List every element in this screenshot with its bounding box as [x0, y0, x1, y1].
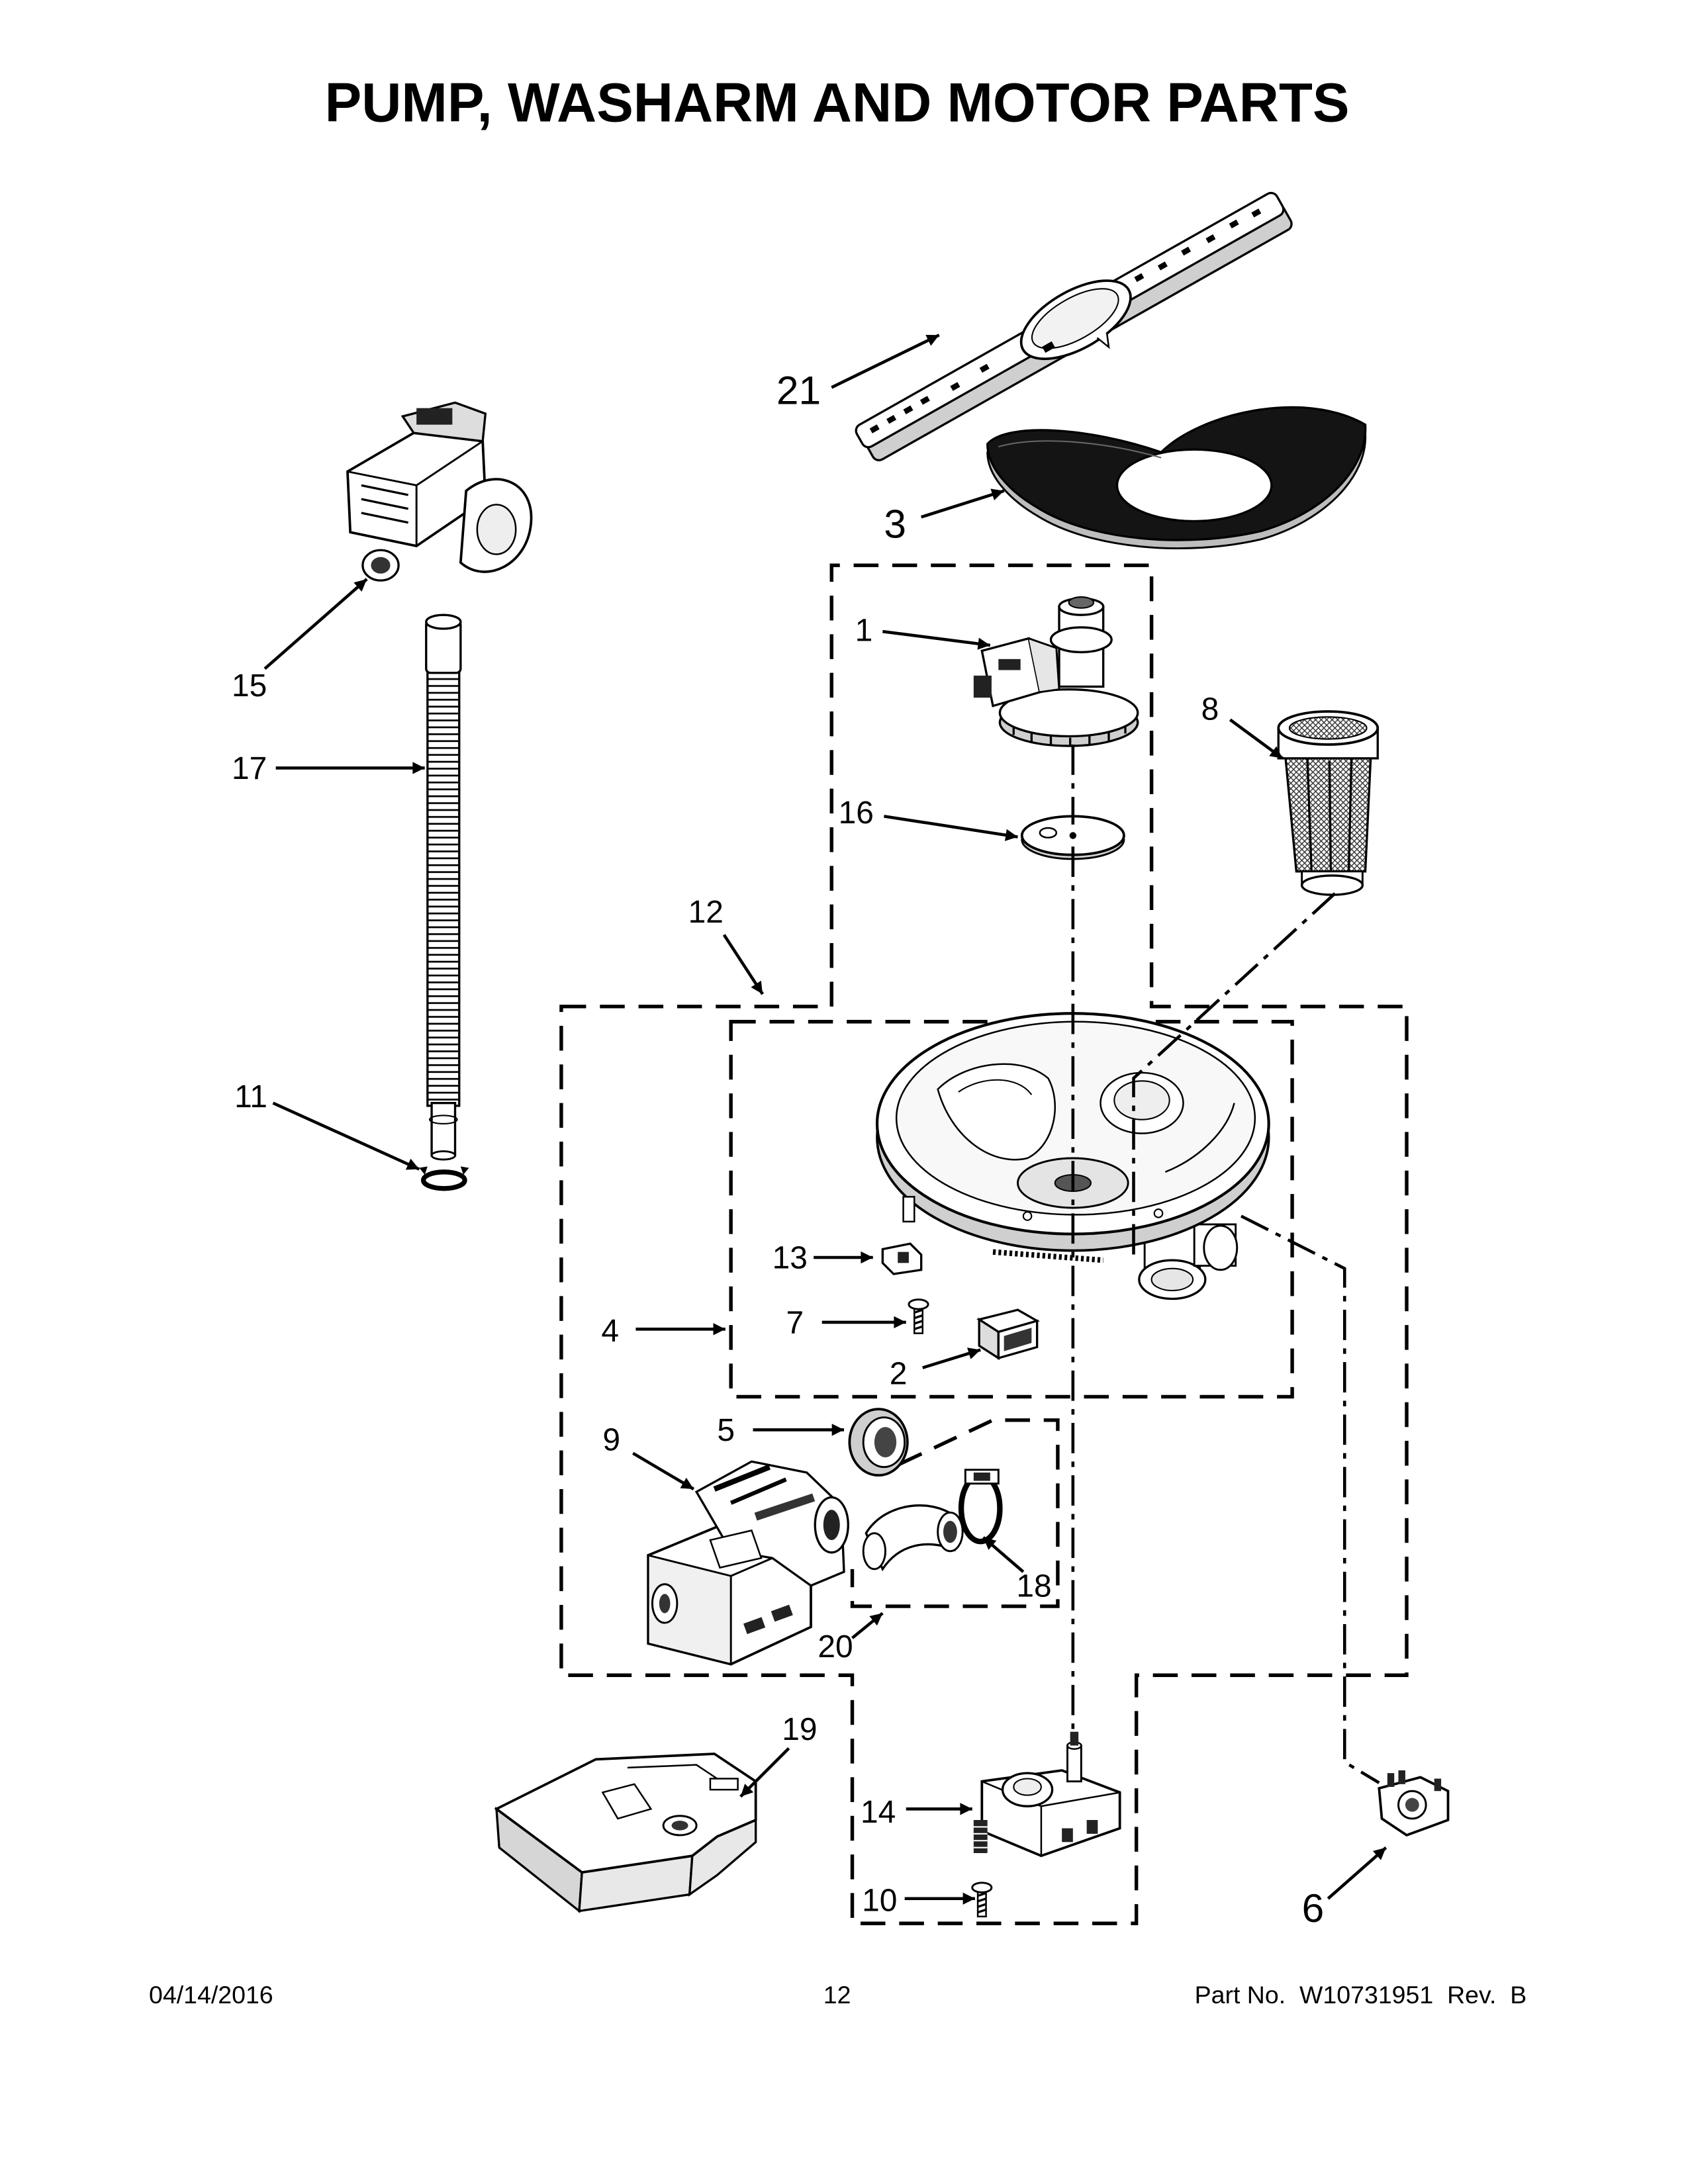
callout-17: 17: [232, 751, 425, 786]
part-18-illustration: [958, 1469, 1003, 1545]
callout-arrow-16: [884, 815, 1018, 841]
footer-date: 04/14/2016: [149, 1981, 273, 2009]
callout-arrow-18: [982, 1536, 1025, 1573]
callout-1: 1: [855, 614, 991, 650]
callout-arrow-20: [851, 1612, 884, 1639]
part-8-illustration: [1277, 710, 1380, 896]
callout-10: 10: [862, 1884, 975, 1919]
part-7-illustration: [908, 1298, 929, 1334]
callout-arrow-2: [922, 1347, 981, 1369]
callout-label-18: 18: [1016, 1569, 1051, 1604]
part-21-illustration: [855, 191, 1293, 462]
callout-label-10: 10: [862, 1884, 897, 1919]
part-10-illustration: [971, 1882, 993, 1918]
callout-21: 21: [776, 334, 940, 412]
footer-page-number: 12: [823, 1981, 851, 2009]
callout-20: 20: [818, 1612, 884, 1664]
part-13-illustration: [881, 1242, 923, 1275]
callout-arrow-6: [1327, 1846, 1387, 1900]
callout-arrow-9: [632, 1451, 695, 1490]
callout-arrow-8: [1229, 718, 1284, 760]
part-3-illustration: [986, 406, 1367, 549]
callout-label-7: 7: [786, 1306, 804, 1341]
callout-18: 18: [982, 1536, 1052, 1604]
part-2-illustration: [976, 1308, 1040, 1361]
part-19-illustration: [494, 1752, 757, 1913]
callout-16: 16: [839, 796, 1018, 841]
callout-8: 8: [1201, 692, 1284, 760]
callout-label-8: 8: [1201, 692, 1219, 727]
callout-arrow-19: [739, 1747, 790, 1798]
callout-2: 2: [890, 1347, 981, 1392]
callout-label-14: 14: [861, 1795, 896, 1830]
callout-19: 19: [739, 1712, 818, 1798]
callout-label-21: 21: [776, 367, 821, 412]
callout-7: 7: [786, 1306, 906, 1341]
callout-arrow-11: [272, 1101, 420, 1171]
callout-label-2: 2: [890, 1357, 908, 1392]
callout-3: 3: [884, 488, 1005, 547]
part-1-illustration: [973, 596, 1139, 747]
callout-13: 13: [773, 1241, 873, 1276]
callout-label-15: 15: [232, 668, 267, 704]
callout-label-12: 12: [688, 895, 724, 930]
callout-label-9: 9: [602, 1423, 620, 1458]
callout-arrow-21: [831, 334, 940, 389]
page-title: PUMP, WASHARM AND MOTOR PARTS: [325, 71, 1350, 133]
callout-label-4: 4: [601, 1314, 619, 1349]
callout-label-11: 11: [234, 1079, 267, 1115]
part-6-illustration: [1378, 1770, 1450, 1837]
part-11-illustration: [419, 1166, 469, 1191]
footer-part-number: Part No. W10731951 Rev. B: [1195, 1981, 1527, 2009]
callout-label-20: 20: [818, 1629, 853, 1664]
part-20-illustration: [862, 1504, 964, 1572]
callout-9: 9: [602, 1423, 695, 1490]
callout-label-13: 13: [773, 1241, 808, 1276]
callout-arrow-3: [920, 488, 1005, 519]
part-15-illustration: [346, 401, 533, 582]
part-14-illustration: [973, 1731, 1121, 1858]
callout-11: 11: [234, 1079, 420, 1171]
callout-14: 14: [861, 1795, 972, 1830]
callout-label-5: 5: [717, 1413, 735, 1448]
callout-arrow-1: [882, 629, 991, 650]
callout-label-1: 1: [855, 614, 873, 649]
callout-arrow-12: [722, 934, 765, 995]
callout-label-3: 3: [884, 501, 906, 546]
part-17-illustration: [425, 614, 462, 1161]
callout-15: 15: [232, 578, 368, 704]
callout-label-6: 6: [1302, 1886, 1325, 1931]
callout-label-16: 16: [839, 796, 874, 831]
callout-arrow-15: [263, 578, 368, 670]
alignment-centerlines: [1071, 745, 1380, 1784]
callout-12: 12: [688, 895, 765, 995]
part-9-illustration: [647, 1460, 849, 1666]
part-16-illustration: [1020, 815, 1125, 860]
callout-label-17: 17: [232, 751, 267, 786]
assembly-boundary-pump-outlet: [850, 1418, 1060, 1608]
part-5-illustration: [848, 1408, 909, 1477]
callout-6: 6: [1302, 1846, 1387, 1931]
callout-label-19: 19: [782, 1712, 817, 1747]
assembly-boundary-outer: [559, 563, 1409, 1925]
callout-4: 4: [601, 1314, 726, 1349]
callout-5: 5: [717, 1413, 844, 1448]
